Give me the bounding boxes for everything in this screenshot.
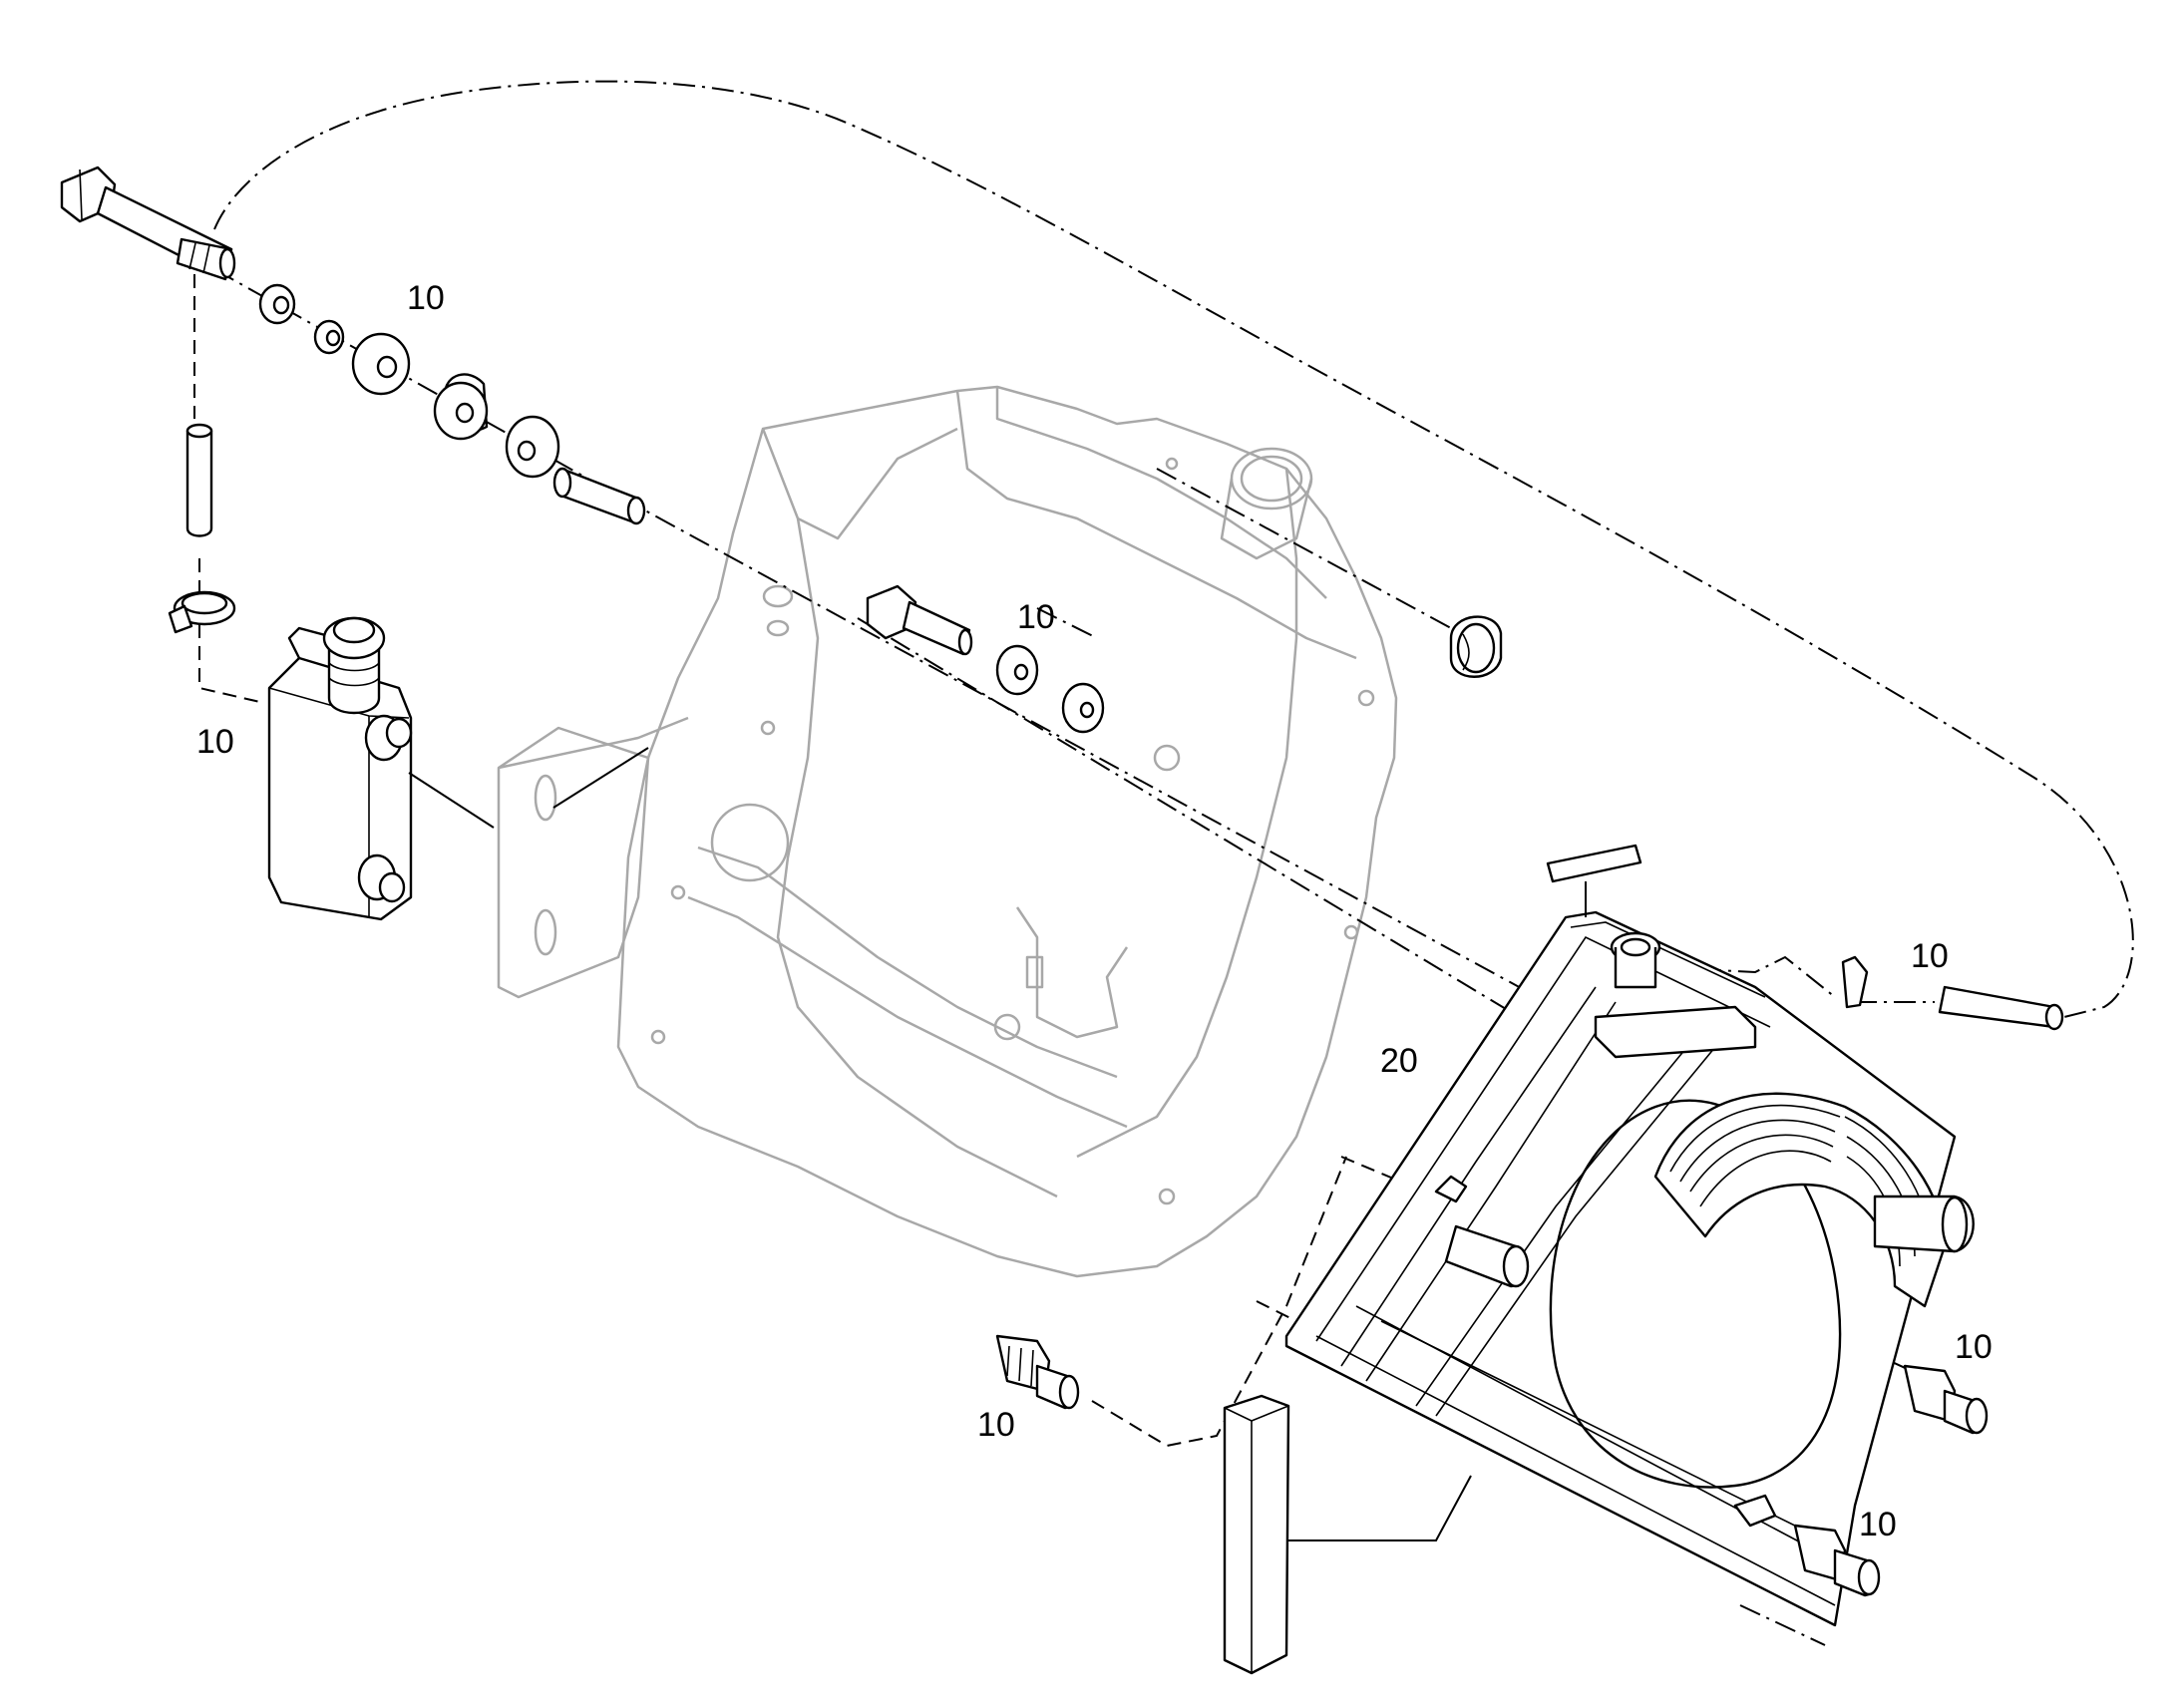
spacer-sleeve xyxy=(552,467,646,525)
callout-8: 10 xyxy=(1859,1506,1897,1543)
long-bolt xyxy=(60,166,236,281)
radiator-assembly xyxy=(1284,844,1975,1627)
foam-strip xyxy=(1223,1394,1290,1675)
bracket-leader xyxy=(552,747,649,809)
fitting-lower-left xyxy=(995,1334,1080,1410)
rubber-grommet xyxy=(1449,615,1503,678)
callout-3: 10 xyxy=(196,723,234,761)
foam-strip-leader xyxy=(1288,1475,1472,1541)
hose-clamp xyxy=(168,590,236,634)
label-plate xyxy=(1546,844,1642,883)
callout-labels: 10 10 10 10 20 10 10 10 xyxy=(196,279,1993,1543)
callout-1: 10 xyxy=(407,279,445,317)
washer-stack-middle xyxy=(995,644,1105,734)
fitting-lower-right xyxy=(1793,1524,1881,1597)
short-bolt xyxy=(866,584,973,656)
callout-2: 10 xyxy=(1017,598,1055,636)
callout-5: 20 xyxy=(1380,1042,1418,1080)
hose-stub-vertical xyxy=(185,423,213,537)
callout-7: 10 xyxy=(977,1406,1015,1444)
tank-leader xyxy=(408,772,495,829)
expansion-tank xyxy=(267,616,413,921)
callout-6: 10 xyxy=(1955,1328,1993,1366)
callout-4: 10 xyxy=(1911,937,1949,975)
fitting-right xyxy=(1903,1364,1989,1435)
washer-stack-upper xyxy=(258,283,560,479)
mounting-frame xyxy=(497,385,1398,1278)
hose-elbow xyxy=(1841,955,2064,1031)
